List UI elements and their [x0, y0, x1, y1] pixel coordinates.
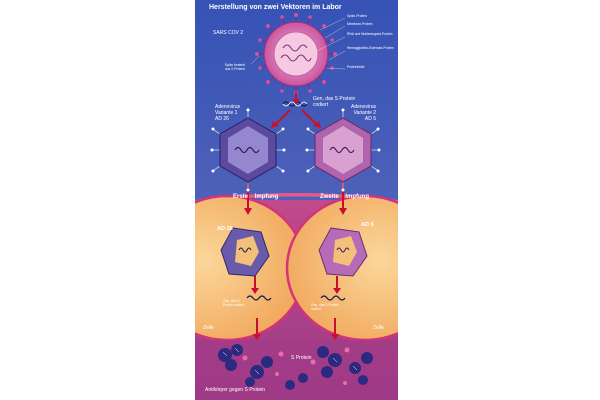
ad26-in-cell	[220, 227, 272, 301]
adenovirus-1-label: Adenovirus Variante 1 AD 26	[215, 104, 240, 122]
cell-left-gene: Gen, das S Protein codiert	[223, 299, 245, 307]
antibodies-and-proteins	[218, 344, 373, 390]
adenovirus-ad26	[210, 108, 286, 192]
cell-right-gene: Gen, das S Protein codiert	[311, 303, 339, 311]
adenovirus-2-line2: Variante 2	[353, 110, 377, 116]
cell-right-virus: AD 5	[361, 222, 374, 228]
second-vaccination-word1: Zweite	[320, 194, 339, 200]
label-protein-shell: Proteinhülle	[347, 65, 365, 69]
adenovirus-ad5	[305, 108, 381, 192]
adenovirus-1-line3: AD 26	[215, 116, 229, 122]
membrane-band	[195, 193, 398, 203]
antibody-label: Antikörper gegen S Protein	[205, 387, 266, 393]
ad5-in-cell	[318, 227, 368, 301]
label-rna-nucleocapsid: RNA und Nukleokapsid-Protein	[347, 32, 393, 36]
adenovirus-1-line1: Adenovirus	[215, 104, 241, 110]
label-spike-protein: Spike-Protein	[347, 14, 367, 18]
first-vaccination-word2: Impfung	[254, 194, 279, 200]
first-vaccination: Erste Impfung	[233, 194, 278, 201]
diagram-artwork	[195, 0, 398, 400]
diagram-title: Herstellung von zwei Vektoren im Labor	[209, 4, 342, 11]
virus-name: SARS COV 2	[213, 30, 244, 36]
gene-label: Gen, das S Protein codiert	[313, 96, 356, 108]
second-vaccination: Zweite Impfung	[320, 194, 369, 201]
spike-note: Spike besteht aus S Protein	[225, 63, 245, 71]
s-protein-label: S Protein	[291, 355, 312, 361]
adenovirus-2-line3: AD 5	[364, 116, 377, 122]
cell-right-label: Zelle	[373, 325, 384, 331]
vaccine-diagram: Herstellung von zwei Vektoren im Labor S…	[195, 0, 398, 400]
label-membrane-protein: Membran-Protein	[347, 22, 373, 26]
adenovirus-2-line1: Adenovirus	[351, 104, 377, 110]
cell-left-virus: AD 26	[217, 226, 233, 232]
label-hemagglutinin-esterase: Hemagglutinin-Esterase-Protein	[347, 46, 394, 50]
adenovirus-2-label: Adenovirus Variante 2 AD 5	[351, 104, 376, 122]
cell-left-label: Zelle	[203, 325, 214, 331]
adenovirus-1-line2: Variante 1	[215, 110, 238, 116]
second-vaccination-word2: Impfung	[345, 194, 370, 200]
first-vaccination-word1: Erste	[233, 194, 249, 200]
sars-cov-2-virion	[255, 13, 337, 95]
